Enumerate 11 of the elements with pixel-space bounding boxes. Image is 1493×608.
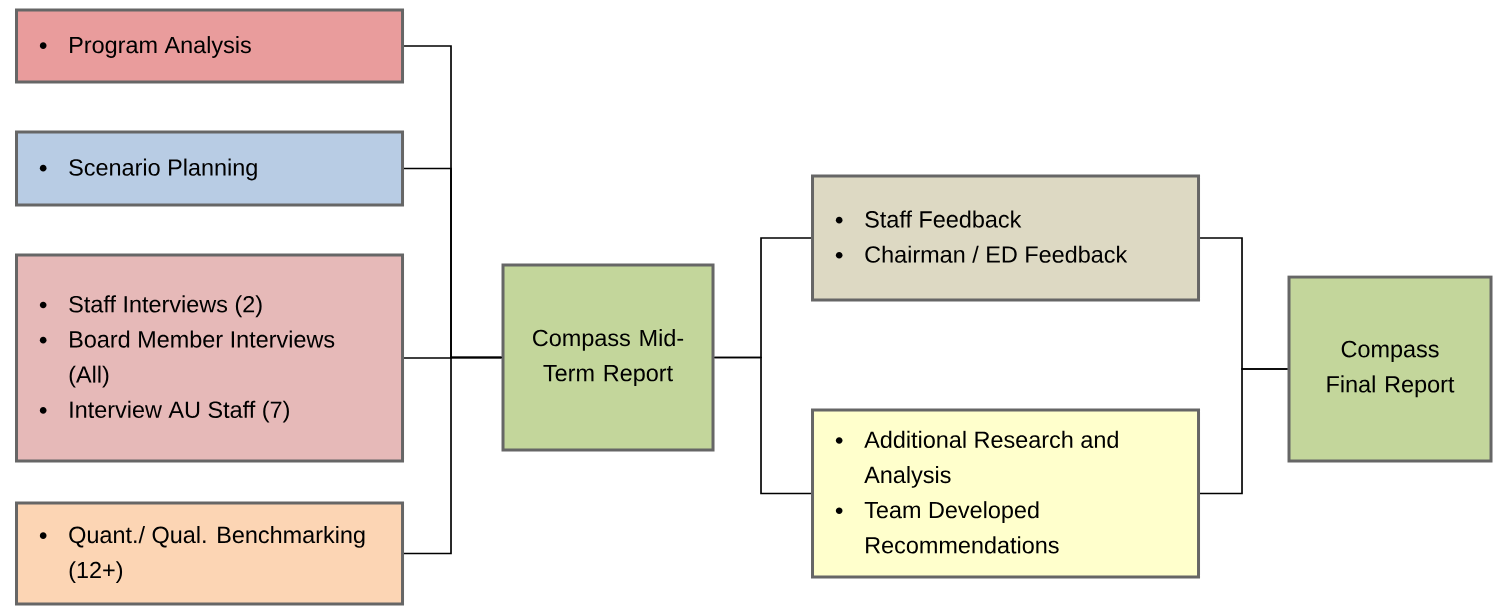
process-box: Scenario Planning [15,130,405,207]
process-box: Quant./ Qual. Benchmarking (12+) [15,501,405,606]
process-box: Program Analysis [15,8,405,84]
process-box: Staff Feedback Chairman / ED Feedback [811,174,1201,302]
connector-line [1199,368,1289,495]
process-box: Staff Interviews (2) Board Member Interviews (All) Interview AU Staff (7) [15,253,405,463]
process-box: Compass Final Report [1287,275,1493,463]
process-box: Compass Mid-Term Report [501,263,715,452]
connector-line [403,356,503,555]
connector-line [713,356,812,495]
process-box: Additional Research and Analysis Team Developed Recommendations [811,408,1201,579]
